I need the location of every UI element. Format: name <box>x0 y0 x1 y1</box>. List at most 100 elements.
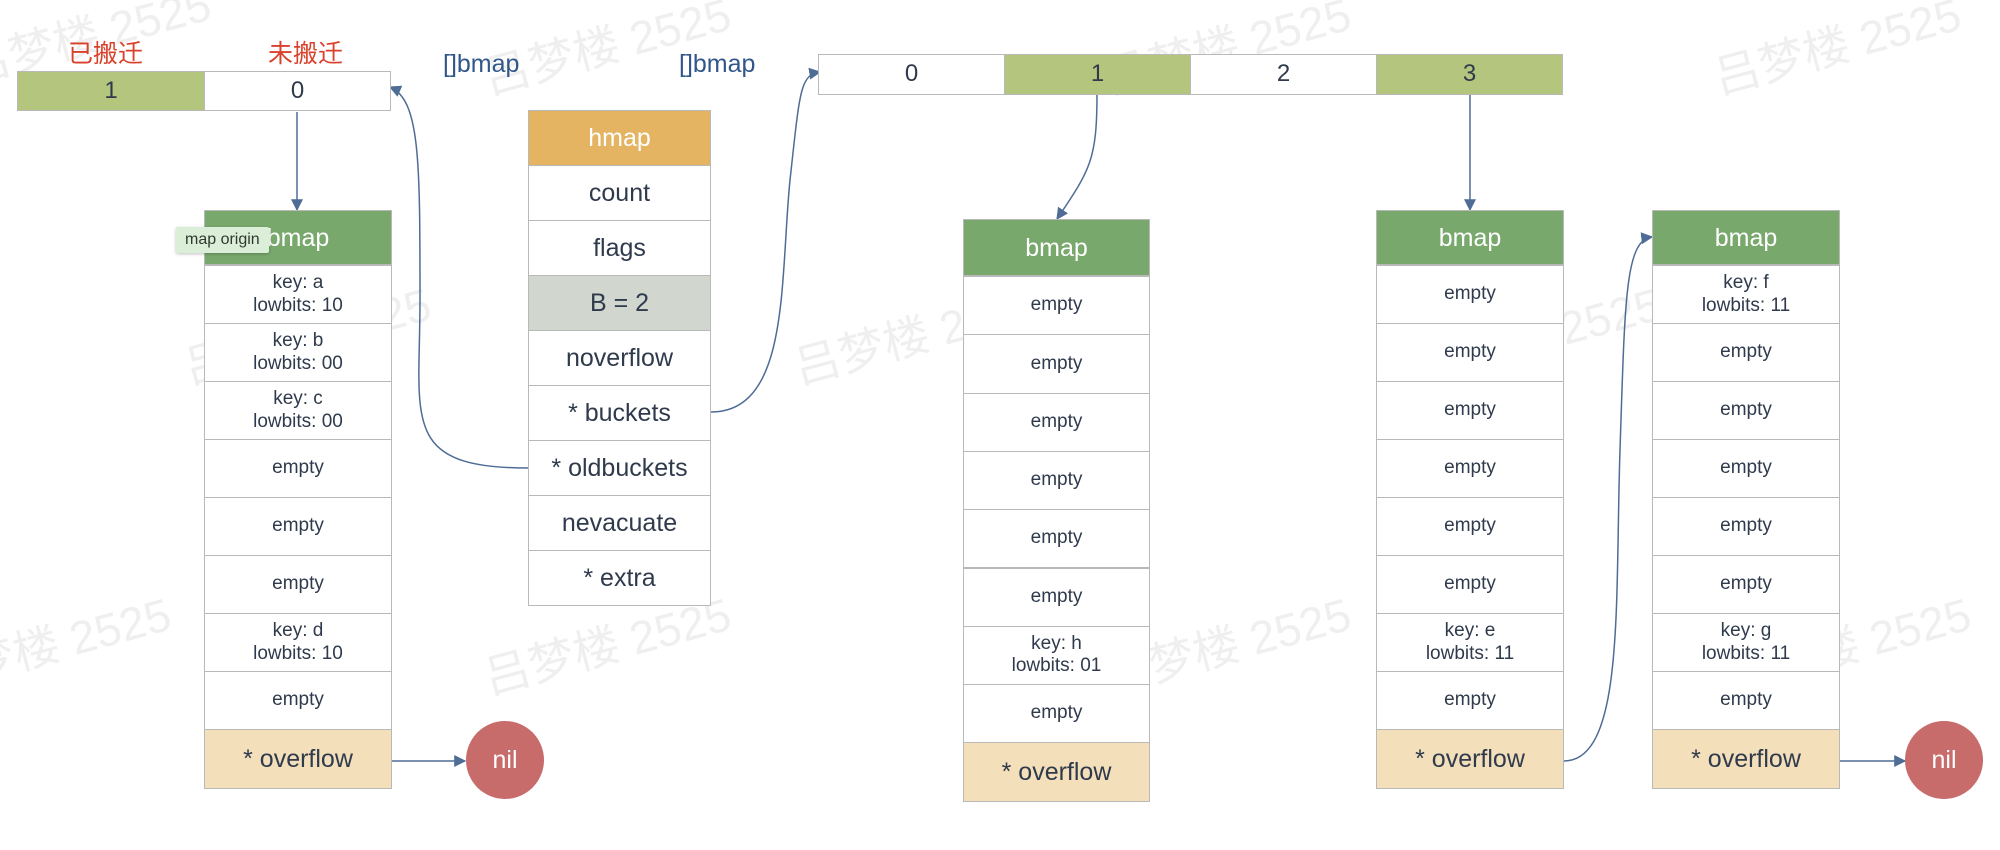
slot-empty: empty <box>1444 457 1496 479</box>
slot-lowbits: lowbits: 01 <box>1011 655 1102 677</box>
slot-key: key: h <box>1031 632 1082 654</box>
slot-lowbits: lowbits: 11 <box>1701 642 1791 664</box>
slot-lowbits: lowbits: 00 <box>253 352 343 374</box>
bucket-slot: empty <box>204 555 392 614</box>
bucket-overflow-pointer: * overflow <box>963 742 1150 803</box>
slot-empty: empty <box>1030 410 1083 432</box>
slot-key: key: c <box>273 387 323 409</box>
old-array-cell-1: 0 <box>204 71 391 111</box>
bucket-slot: empty <box>1376 381 1564 440</box>
slot-empty: empty <box>1444 341 1496 363</box>
bucket-slot: empty <box>963 334 1150 394</box>
slot-empty: empty <box>272 573 324 595</box>
arrow-buckets-to-new-array <box>710 67 822 413</box>
bucket-slot: empty <box>963 567 1150 627</box>
slot-lowbits: lowbits: 00 <box>253 410 343 432</box>
slot-empty: empty <box>1030 352 1083 374</box>
map-origin-tooltip: map origin <box>176 227 269 253</box>
slot-lowbits: lowbits: 11 <box>1701 294 1791 316</box>
bucket-slot: empty <box>1376 265 1564 324</box>
bucket-slot: empty <box>1652 497 1840 556</box>
bucket-header: bmap <box>963 219 1150 276</box>
new-array-cell-3: 3 <box>1376 54 1563 95</box>
new-array-cell-1: 1 <box>1004 54 1191 95</box>
arrow-bucket3-overflow-to-overflow-bucket <box>1563 232 1654 762</box>
bucket-slot: empty <box>963 684 1150 744</box>
slot-empty: empty <box>1030 527 1083 549</box>
slot-empty: empty <box>1720 341 1772 363</box>
bucket-slot: empty <box>1652 323 1840 382</box>
slot-empty: empty <box>1720 399 1772 421</box>
arrow-oldbuckets-to-old-array <box>388 85 529 469</box>
hmap-field-b: B = 2 <box>528 275 711 331</box>
slot-empty: empty <box>1444 689 1496 711</box>
bucket-slot: empty <box>204 671 392 730</box>
old-array-cell-0: 1 <box>17 71 205 111</box>
hmap-field-noverflow: noverflow <box>528 330 711 386</box>
slot-lowbits: lowbits: 10 <box>253 294 343 316</box>
nil-circle-overflow: nil <box>1905 721 1983 799</box>
bucket-slot: empty <box>963 276 1150 336</box>
hmap-field-extra: * extra <box>528 550 711 606</box>
slot-empty: empty <box>1444 515 1496 537</box>
bucket-slot: empty <box>1376 497 1564 556</box>
nil-circle-old: nil <box>466 721 544 799</box>
bucket-slot: empty <box>1652 381 1840 440</box>
slot-lowbits: lowbits: 10 <box>253 642 343 664</box>
slot-key: key: b <box>272 329 324 351</box>
new-array-cell-2: 2 <box>1190 54 1377 95</box>
bucket-header: bmap <box>1652 210 1840 265</box>
new-array-cell-0: 0 <box>818 54 1005 95</box>
bucket-slot: empty <box>1376 671 1564 730</box>
hmap-header: hmap <box>528 110 711 166</box>
bucket-overflow-pointer: * overflow <box>1376 729 1564 789</box>
slot-key: key: e <box>1444 619 1496 641</box>
slot-key: key: d <box>272 619 324 641</box>
bucket-slot: empty <box>1652 439 1840 498</box>
slot-empty: empty <box>1444 573 1496 595</box>
slot-empty: empty <box>272 689 324 711</box>
hmap-field-buckets: * buckets <box>528 385 711 441</box>
slot-key: key: a <box>272 271 324 293</box>
slot-key: key: f <box>1723 271 1769 293</box>
slot-empty: empty <box>1444 399 1496 421</box>
slot-empty: empty <box>272 515 324 537</box>
bucket-slot: empty <box>1376 323 1564 382</box>
hmap-field-flags: flags <box>528 220 711 276</box>
hmap-field-oldbuckets: * oldbuckets <box>528 440 711 496</box>
slot-key: key: g <box>1720 619 1772 641</box>
bucket-header: bmap <box>1376 210 1564 265</box>
slot-empty: empty <box>1030 469 1083 491</box>
slot-empty: empty <box>1720 689 1772 711</box>
slot-empty: empty <box>1030 585 1083 607</box>
slot-empty: empty <box>1444 283 1496 305</box>
slot-empty: empty <box>272 457 324 479</box>
hmap-field-nevacuate: nevacuate <box>528 495 711 551</box>
bucket-slot: empty <box>1376 439 1564 498</box>
bucket-slot: empty <box>963 392 1150 452</box>
bucket-slot: empty <box>963 509 1150 569</box>
bucket-slot: empty <box>963 450 1150 511</box>
slot-lowbits: lowbits: 11 <box>1425 642 1515 664</box>
bucket-slot: empty <box>1652 671 1840 730</box>
slot-empty: empty <box>1720 515 1772 537</box>
new-array-type-label: []bmap <box>679 50 756 78</box>
migrated-label: 已搬迁 <box>68 40 144 68</box>
hmap-field-count: count <box>528 165 711 221</box>
slot-empty: empty <box>1720 573 1772 595</box>
bucket-overflow-pointer: * overflow <box>1652 729 1840 789</box>
bucket-slot: empty <box>1652 555 1840 614</box>
bucket-overflow-pointer: * overflow <box>204 729 392 789</box>
slot-empty: empty <box>1030 702 1083 724</box>
slot-empty: empty <box>1030 294 1083 316</box>
